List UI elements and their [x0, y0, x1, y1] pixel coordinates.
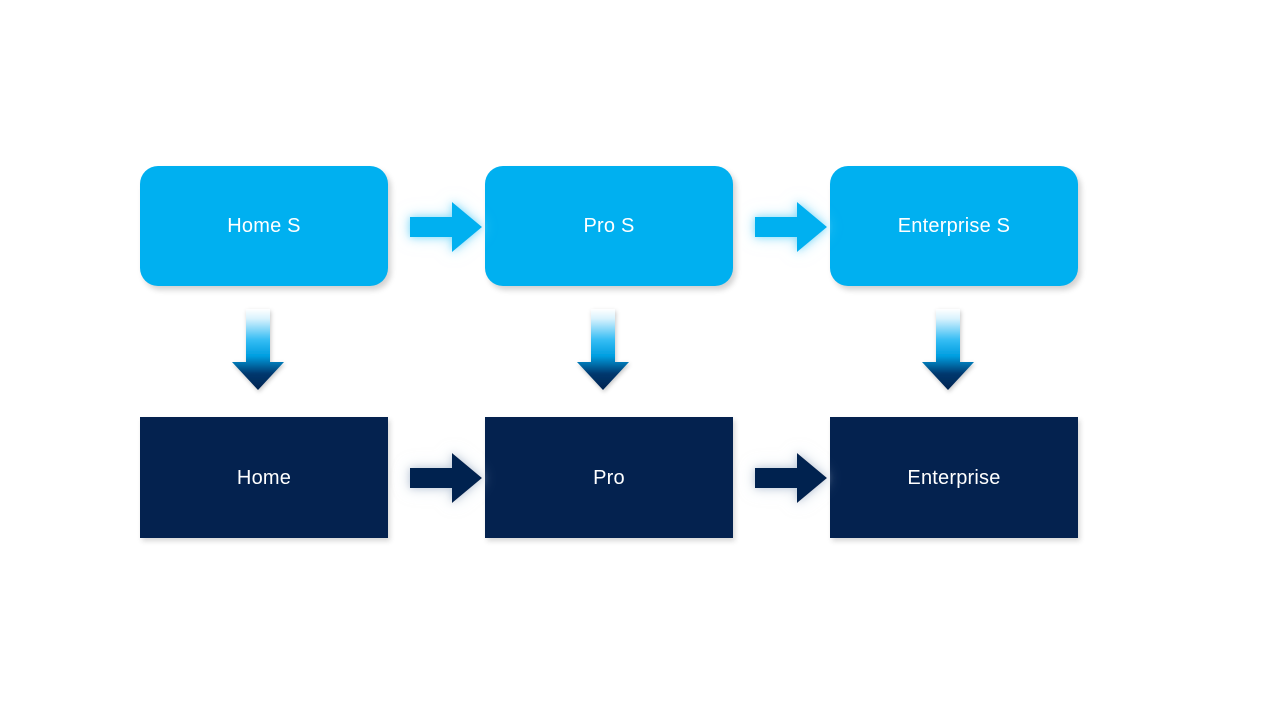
- arrow-right-shape: [410, 202, 482, 252]
- arrow-right-shape: [410, 453, 482, 503]
- arrow-down-enterprise-s-to-enterprise: [920, 308, 976, 392]
- arrow-down-shape: [232, 309, 284, 390]
- node-enterprise[interactable]: Enterprise: [830, 417, 1078, 538]
- arrow-right-shape: [755, 453, 827, 503]
- node-label: Home: [236, 466, 292, 489]
- node-label: Home S: [227, 215, 301, 237]
- arrow-right-home-to-pro: [408, 451, 484, 505]
- node-label: Enterprise S: [897, 215, 1011, 237]
- arrow-right-shape: [755, 202, 827, 252]
- arrow-down-shape: [922, 309, 974, 390]
- arrow-right-pro-s-to-enterprise-s: [753, 200, 829, 254]
- arrow-down-shape: [577, 309, 629, 390]
- node-label: Pro S: [583, 215, 635, 237]
- node-pro[interactable]: Pro: [485, 417, 733, 538]
- arrow-right-home-s-to-pro-s: [408, 200, 484, 254]
- node-pro-s[interactable]: Pro S: [485, 166, 733, 286]
- node-label: Pro: [593, 466, 625, 489]
- node-home[interactable]: Home: [140, 417, 388, 538]
- arrow-right-pro-to-enterprise: [753, 451, 829, 505]
- arrow-down-home-s-to-home: [230, 308, 286, 392]
- node-label: Enterprise: [907, 466, 1001, 489]
- node-home-s[interactable]: Home S: [140, 166, 388, 286]
- node-enterprise-s[interactable]: Enterprise S: [830, 166, 1078, 286]
- arrow-down-pro-s-to-pro: [575, 308, 631, 392]
